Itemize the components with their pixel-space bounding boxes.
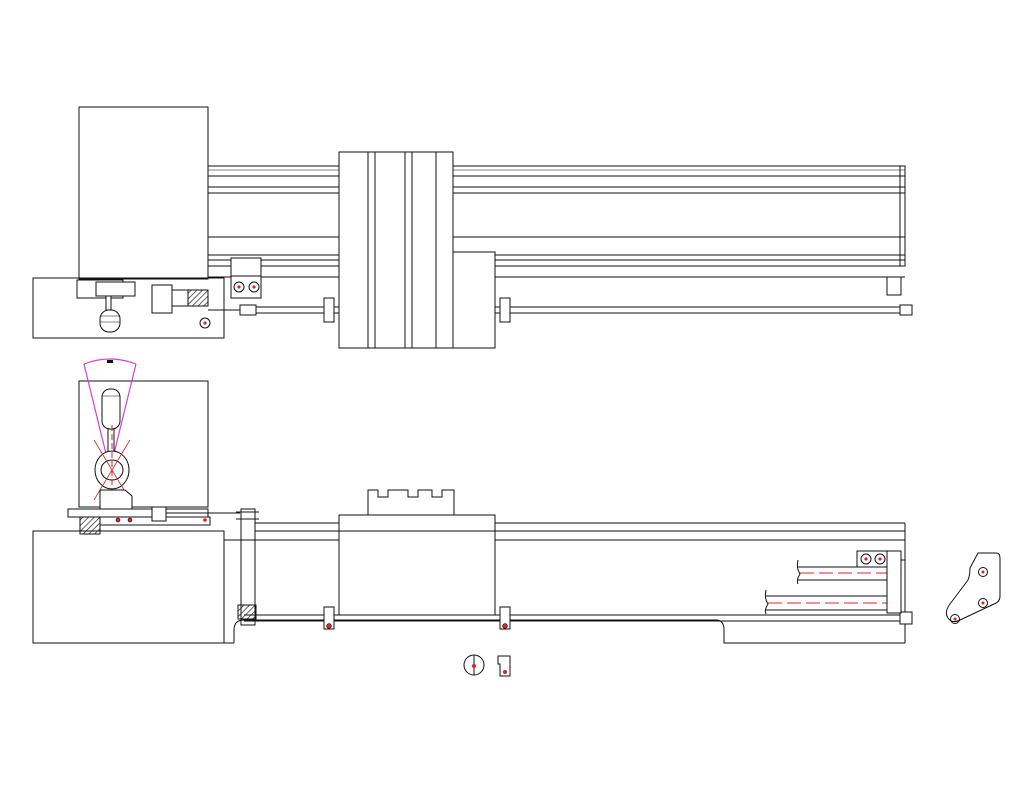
lead-screw-front <box>244 606 913 630</box>
front-view <box>32 358 1001 677</box>
motor-housing <box>78 106 209 280</box>
vertical-post <box>236 508 259 626</box>
clamp-bar <box>67 506 240 526</box>
bolt-bracket <box>230 257 262 299</box>
top-view <box>32 106 913 349</box>
motor-housing-front <box>78 380 209 508</box>
bolt-marker <box>199 317 211 329</box>
side-bracket <box>945 552 1001 624</box>
detail-washer <box>463 654 485 676</box>
base-plate <box>32 277 225 339</box>
detail-clip <box>497 655 511 677</box>
base-body-front <box>32 530 225 644</box>
handle-knob <box>76 279 136 333</box>
rail-profile <box>207 165 906 296</box>
carriage <box>338 151 496 349</box>
carriage-front <box>338 489 496 616</box>
handle-lever <box>93 388 133 511</box>
rail-front <box>224 522 906 644</box>
clamp-block <box>151 284 257 316</box>
end-section-cutaway <box>764 550 905 615</box>
